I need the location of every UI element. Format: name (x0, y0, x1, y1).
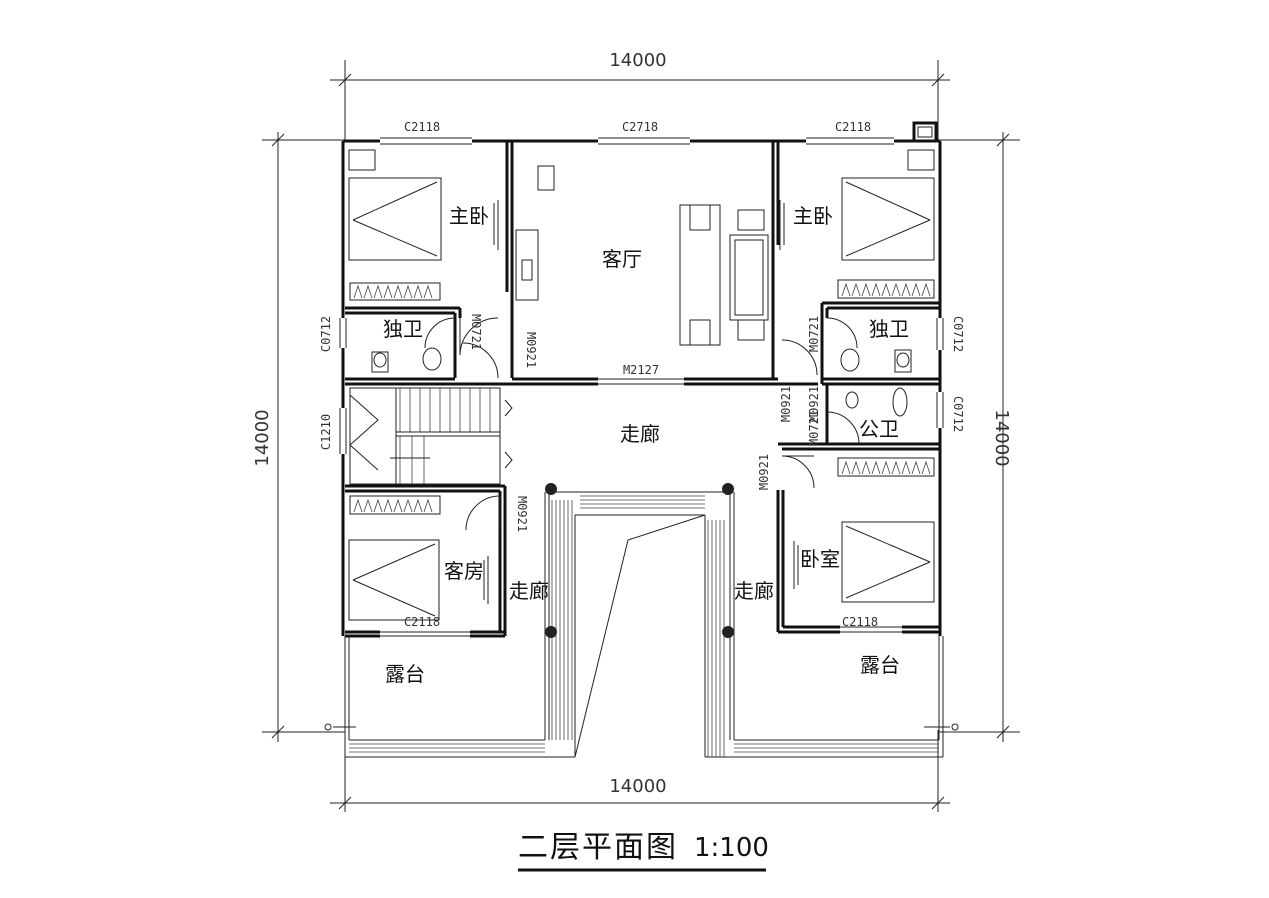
code-door-pub-bath-a: M0921 (807, 386, 821, 422)
furniture (348, 149, 935, 621)
room-label-master-bedroom-left: 主卧 (449, 204, 489, 228)
dim-right: 14000 (991, 409, 1012, 466)
room-label-terrace-left: 露台 (385, 662, 425, 686)
dim-left: 14000 (252, 409, 273, 466)
room-label-terrace-right: 露台 (860, 653, 900, 677)
code-door-bath-left: M0721 (469, 314, 483, 350)
dimension-lines (262, 60, 1020, 812)
code-door-guest: M0921 (515, 496, 529, 532)
code-door-master-right: M0921 (779, 386, 793, 422)
code-window-guest: C2118 (404, 615, 440, 629)
room-label-guest-room: 客房 (444, 559, 484, 583)
room-label-corridor: 走廊 (620, 422, 660, 446)
code-window-bedroom: C2118 (842, 615, 878, 629)
room-label-corridor-right: 走廊 (734, 579, 774, 603)
dim-top: 14000 (609, 50, 666, 71)
code-door-living: M2127 (623, 363, 659, 377)
code-window-bath-right: C0712 (951, 316, 965, 352)
room-label-living-room: 客厅 (602, 247, 642, 271)
code-window-top-left: C2118 (404, 120, 440, 134)
terrace-parapets (324, 491, 959, 758)
room-label-public-bath: 公卫 (859, 417, 899, 441)
drawing-scale: 1:100 (694, 833, 769, 863)
room-label-private-bath-right: 独卫 (869, 317, 909, 341)
staircase (349, 387, 513, 485)
code-door-bath-right: M0721 (807, 316, 821, 352)
dim-bottom: 14000 (609, 776, 666, 797)
code-window-top-mid: C2718 (622, 120, 658, 134)
room-label-private-bath-left: 独卫 (383, 317, 423, 341)
room-label-bedroom: 卧室 (800, 547, 840, 571)
interior-walls (345, 141, 940, 638)
code-door-pub-bath-b: M0721 (807, 410, 821, 446)
code-window-top-right: C2118 (835, 120, 871, 134)
code-window-bath-left: C0712 (319, 316, 333, 352)
code-window-pub-bath: C0712 (951, 396, 965, 432)
drawing-title: 二层平面图 (518, 830, 678, 865)
room-label-master-bedroom-right: 主卧 (793, 204, 833, 228)
code-door-master-left: M0921 (524, 332, 538, 368)
code-window-stair: C1210 (319, 414, 333, 450)
code-door-bedroom: M0921 (757, 454, 771, 490)
doors (424, 317, 860, 531)
columns (545, 483, 734, 638)
room-label-corridor-left: 走廊 (509, 579, 549, 603)
